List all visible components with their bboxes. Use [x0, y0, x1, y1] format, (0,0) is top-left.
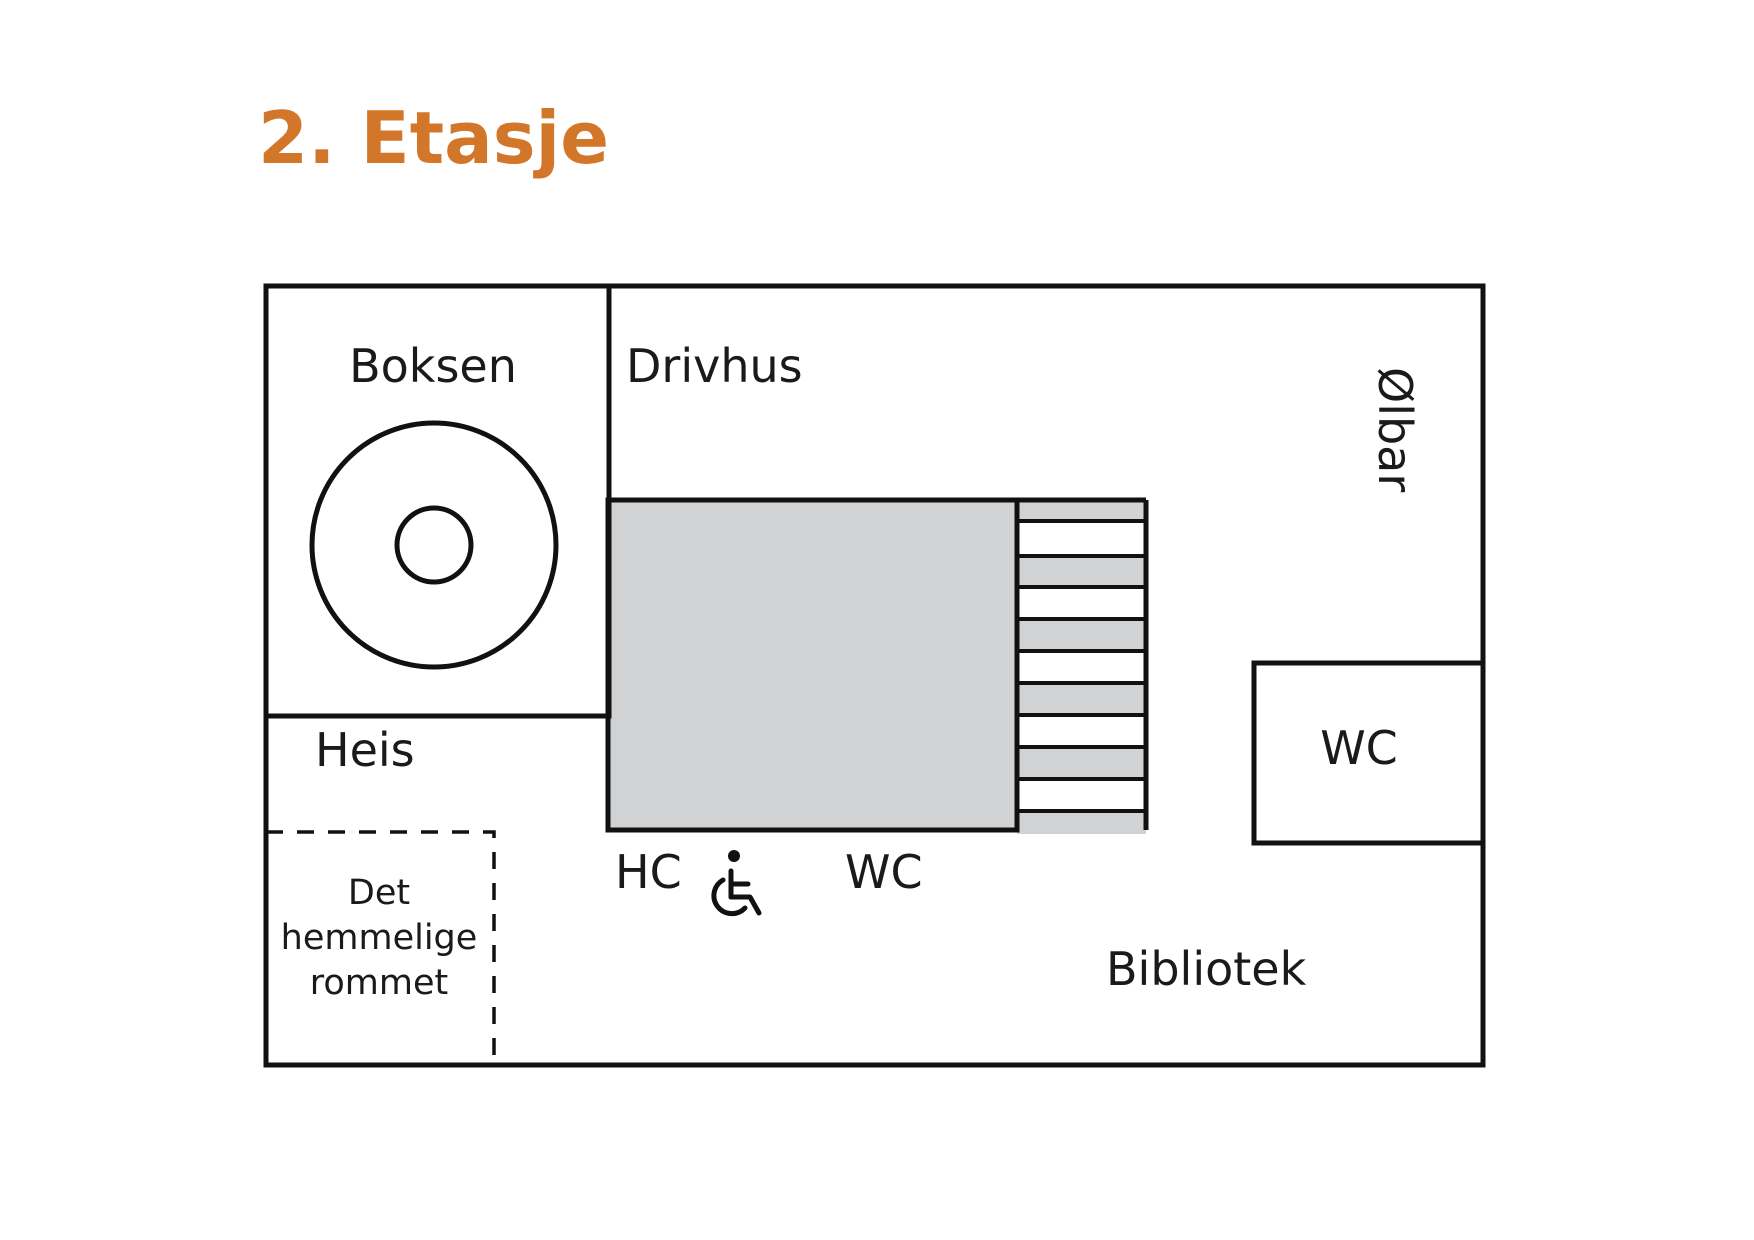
label-bibliotek: Bibliotek — [1106, 942, 1307, 996]
central-block — [608, 500, 1017, 830]
label-wc-right: WC — [1320, 721, 1398, 775]
room-secret-outline — [266, 830, 496, 1065]
room-wc-right — [1251, 660, 1486, 846]
label-heis: Heis — [315, 723, 415, 777]
label-boksen: Boksen — [349, 339, 517, 393]
label-drivhus: Drivhus — [626, 339, 803, 393]
page-title: 2. Etasje — [258, 96, 610, 180]
label-hc: HC — [615, 845, 682, 899]
label-secret-room-line2: hemmelige — [281, 918, 478, 958]
label-olbar: Ølbar — [1368, 367, 1422, 492]
label-wc-center: WC — [845, 845, 923, 899]
stairs-icon — [1017, 500, 1149, 834]
wheelchair-icon — [711, 850, 762, 917]
label-secret-room-line1: Det — [348, 873, 410, 913]
concentric-circles-icon — [309, 420, 559, 670]
label-secret-room-line3: rommet — [310, 963, 448, 1003]
